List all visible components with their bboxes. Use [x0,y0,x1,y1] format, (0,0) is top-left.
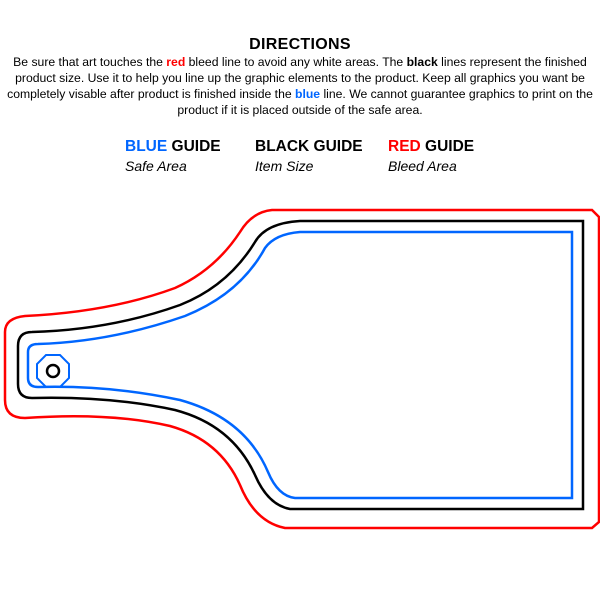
guide-subtitle: Item Size [255,158,314,174]
text-part: lines represent the finished product siz… [7,55,587,101]
guide-subtitle: Safe Area [125,158,187,174]
guide-subtitle: Bleed Area [388,158,457,174]
item-size-line-black [16,219,585,511]
red-word: red [166,55,186,69]
directions-title: DIRECTIONS [249,36,351,53]
guide-color-word: RED [388,138,421,155]
guide-word: GUIDE [167,138,221,155]
text-part: Be sure that art touches the [13,55,167,69]
text-part: bleed line to avoid any white areas. The [185,55,407,69]
guide-color-word: BLUE [125,138,168,155]
blue-guide-legend: BLUE GUIDE Safe Area [125,138,221,174]
text-part: line. We cannot guarantee graphics to pr… [177,87,593,117]
black-word: black [406,55,438,69]
black-guide-legend: BLACK GUIDE Item Size [255,138,363,174]
blue-word: blue [295,87,321,101]
guide-word: GUIDE [309,138,363,155]
hang-hole [45,363,61,379]
directions-text: Be sure that art touches the red bleed l… [6,54,594,118]
guide-color-word: BLACK [255,138,310,155]
bleed-line-red [3,208,600,530]
safe-area-line-blue [26,230,574,500]
hole-safe-octagon [36,354,70,388]
guide-word: GUIDE [420,138,475,155]
red-guide-legend: RED GUIDE Bleed Area [388,138,474,174]
